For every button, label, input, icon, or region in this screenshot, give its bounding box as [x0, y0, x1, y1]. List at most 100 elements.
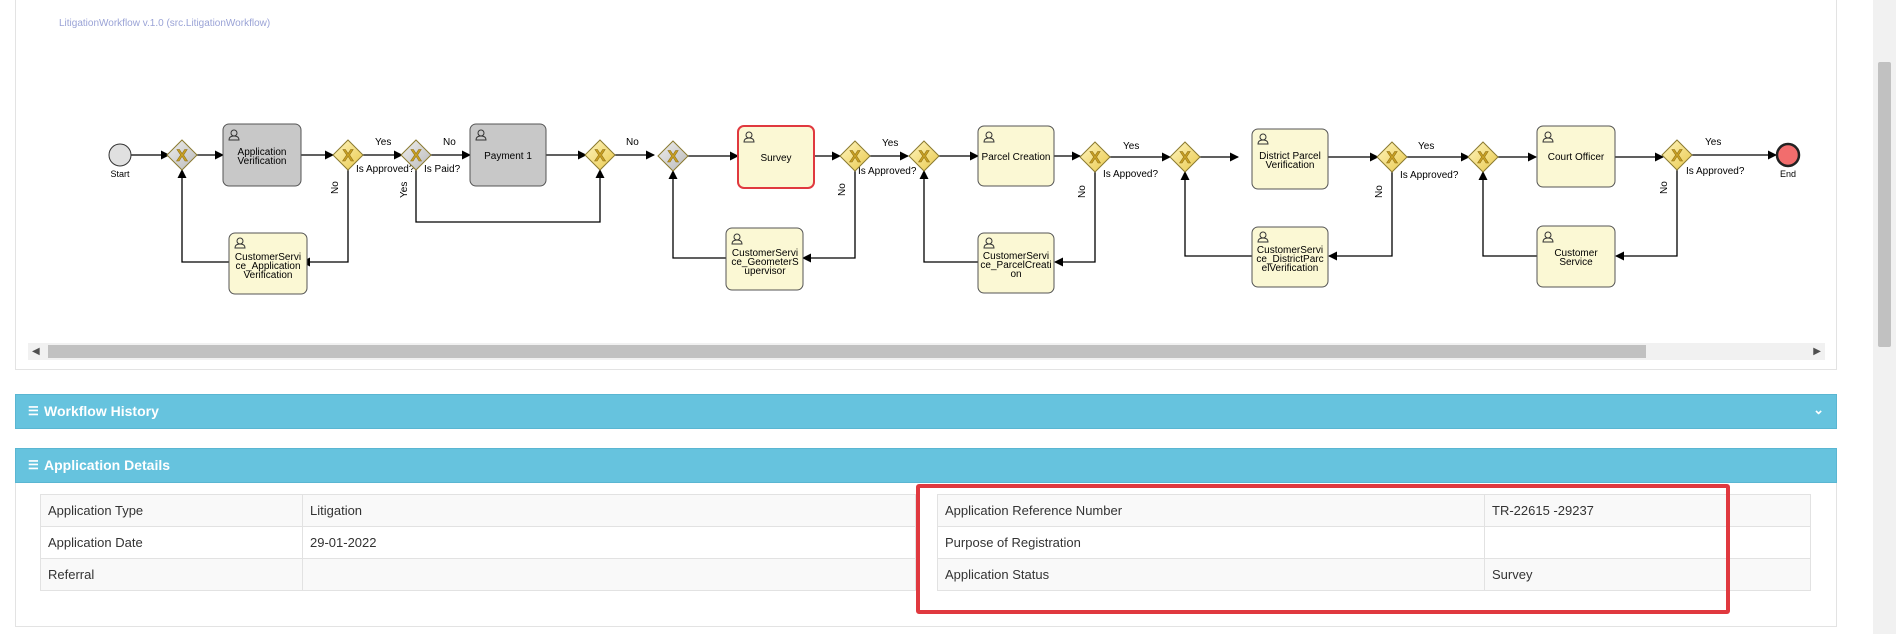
row-label: Application Reference Number	[937, 494, 1485, 527]
svg-text:Parcel Creation: Parcel Creation	[982, 152, 1051, 163]
gateway-before-parcel[interactable]	[908, 140, 940, 172]
task-cs-application-verification[interactable]: CustomerServi ce_Application Verificatio…	[228, 232, 308, 295]
gateway-payment[interactable]	[400, 139, 432, 171]
application-details-header[interactable]: ☰ Application Details	[15, 448, 1837, 483]
start-label: Start	[110, 169, 130, 179]
svg-text:Court Officer: Court Officer	[1548, 152, 1605, 163]
row-value: 29-01-2022	[302, 526, 916, 559]
end-label: End	[1780, 169, 1796, 179]
svg-text:upervisor: upervisor	[744, 266, 786, 277]
flow-label-no: No	[626, 137, 639, 148]
flow-label-yes: Yes	[399, 182, 410, 198]
svg-text:CustomerServi: CustomerServi	[732, 248, 798, 259]
task-court-officer[interactable]: Court Officer	[1536, 125, 1616, 188]
table-row: Application Type Litigation	[40, 494, 916, 527]
gateway-approval-court[interactable]	[1661, 139, 1693, 171]
row-label: Purpose of Registration	[937, 526, 1485, 559]
flow-label-no: No	[1077, 185, 1088, 198]
application-details-title: Application Details	[44, 457, 171, 473]
svg-text:Survey: Survey	[760, 153, 791, 164]
diagram-horizontal-scrollbar[interactable]: ◀ ▶	[28, 343, 1825, 360]
workflow-history-title: Workflow History	[44, 403, 159, 419]
flow-label-no: No	[1374, 185, 1385, 198]
svg-text:Verification: Verification	[244, 270, 293, 281]
svg-text:Verification: Verification	[238, 156, 287, 167]
gateway-approval-district[interactable]	[1376, 141, 1408, 173]
task-parcel-creation[interactable]: Parcel Creation	[977, 125, 1055, 187]
svg-text:Verification: Verification	[1266, 160, 1315, 171]
gateway-approval-parcel[interactable]	[1079, 141, 1111, 173]
svg-text:ce_DistrictParc: ce_DistrictParc	[1256, 254, 1323, 265]
task-survey-active[interactable]: Survey	[737, 125, 815, 189]
row-value: Survey	[1484, 558, 1811, 591]
row-label: Application Status	[937, 558, 1485, 591]
vertical-scroll-thumb[interactable]	[1878, 62, 1891, 347]
flow-label-is-approved: Is Approved?	[1686, 166, 1745, 177]
workflow-history-header[interactable]: ☰ Workflow History ⌄	[15, 394, 1837, 429]
scroll-right-arrow-icon[interactable]: ▶	[1813, 346, 1821, 357]
flow-label-no: No	[1659, 181, 1670, 194]
flow-label-no: No	[330, 181, 341, 194]
flow-label-yes: Yes	[1705, 137, 1721, 148]
flow-label-no: No	[443, 137, 456, 148]
svg-text:Service: Service	[1559, 257, 1593, 268]
svg-text:ce_ParcelCreati: ce_ParcelCreati	[980, 260, 1051, 271]
table-row: Referral	[40, 558, 916, 591]
gateway-before-district[interactable]	[1169, 141, 1201, 173]
task-district-parcel-verification[interactable]: District Parcel Verification	[1251, 128, 1329, 190]
flow-label-is-approved: Is Approved?	[356, 164, 415, 175]
task-payment[interactable]: Payment 1	[469, 123, 547, 187]
svg-text:ce_Application: ce_Application	[235, 261, 300, 272]
table-row: Application Reference Number TR-22615 -2…	[937, 494, 1811, 527]
task-cs-geometer-supervisor[interactable]: CustomerServi ce_GeometerS upervisor	[725, 227, 804, 291]
gateway-before-survey[interactable]	[657, 140, 689, 172]
end-event[interactable]: End	[1775, 142, 1801, 179]
flow-label-yes: Yes	[1418, 141, 1434, 152]
row-value	[1484, 526, 1811, 559]
task-cs-district-parcel-verification[interactable]: CustomerServi ce_DistrictParc elVerifica…	[1251, 226, 1329, 288]
svg-text:Customer: Customer	[1554, 248, 1598, 259]
list-icon: ☰	[28, 458, 39, 472]
row-value	[302, 558, 916, 591]
gateway-before-court[interactable]	[1467, 141, 1499, 173]
gateway-approval-survey[interactable]	[839, 140, 871, 172]
highlight-annotation-box	[916, 484, 1730, 614]
list-icon: ☰	[28, 404, 39, 418]
workflow-diagram-card	[15, 0, 1837, 370]
flow-label-yes: Yes	[1123, 141, 1139, 152]
svg-text:CustomerServi: CustomerServi	[983, 251, 1049, 262]
row-label: Application Date	[40, 526, 303, 559]
flow-label-is-approved: Is Approved?	[858, 166, 917, 177]
task-customer-service[interactable]: Customer Service	[1536, 225, 1616, 288]
page-vertical-scrollbar[interactable]	[1873, 0, 1896, 634]
svg-text:on: on	[1010, 269, 1021, 280]
details-table-left: Application Type Litigation Application …	[40, 494, 916, 591]
row-value: Litigation	[302, 494, 916, 527]
gateway-merge-payment[interactable]	[584, 139, 616, 171]
svg-text:elVerification: elVerification	[1262, 263, 1319, 274]
table-row: Application Status Survey	[937, 558, 1811, 591]
start-event[interactable]: Start	[108, 143, 132, 179]
svg-text:Application: Application	[238, 147, 287, 158]
table-row: Application Date 29-01-2022	[40, 526, 916, 559]
chevron-down-icon[interactable]: ⌄	[1813, 402, 1824, 417]
scroll-left-arrow-icon[interactable]: ◀	[32, 346, 40, 357]
flow-label-yes: Yes	[882, 138, 898, 149]
row-label: Referral	[40, 558, 303, 591]
flow-label-is-appoved: Is Appoved?	[1103, 169, 1158, 180]
table-row: Purpose of Registration	[937, 526, 1811, 559]
workflow-diagram: X	[108, 123, 1801, 295]
row-label: Application Type	[40, 494, 303, 527]
flow-label-is-paid: Is Paid?	[424, 164, 461, 175]
gateway-approval-1[interactable]	[332, 139, 364, 171]
task-cs-parcel-creation[interactable]: CustomerServi ce_ParcelCreati on	[977, 232, 1055, 294]
task-application-verification[interactable]: Application Verification	[222, 123, 302, 187]
horizontal-scroll-thumb[interactable]	[48, 345, 1646, 358]
svg-text:ce_GeometerS: ce_GeometerS	[731, 257, 799, 268]
details-table-right: Application Reference Number TR-22615 -2…	[937, 494, 1811, 591]
workflow-title: LitigationWorkflow v.1.0 (src.Litigation…	[59, 18, 271, 29]
gateway-1[interactable]	[166, 139, 198, 171]
flow-label-yes: Yes	[375, 137, 391, 148]
flow-label-is-approved: Is Approved?	[1400, 170, 1459, 181]
svg-text:CustomerServi: CustomerServi	[235, 252, 301, 263]
